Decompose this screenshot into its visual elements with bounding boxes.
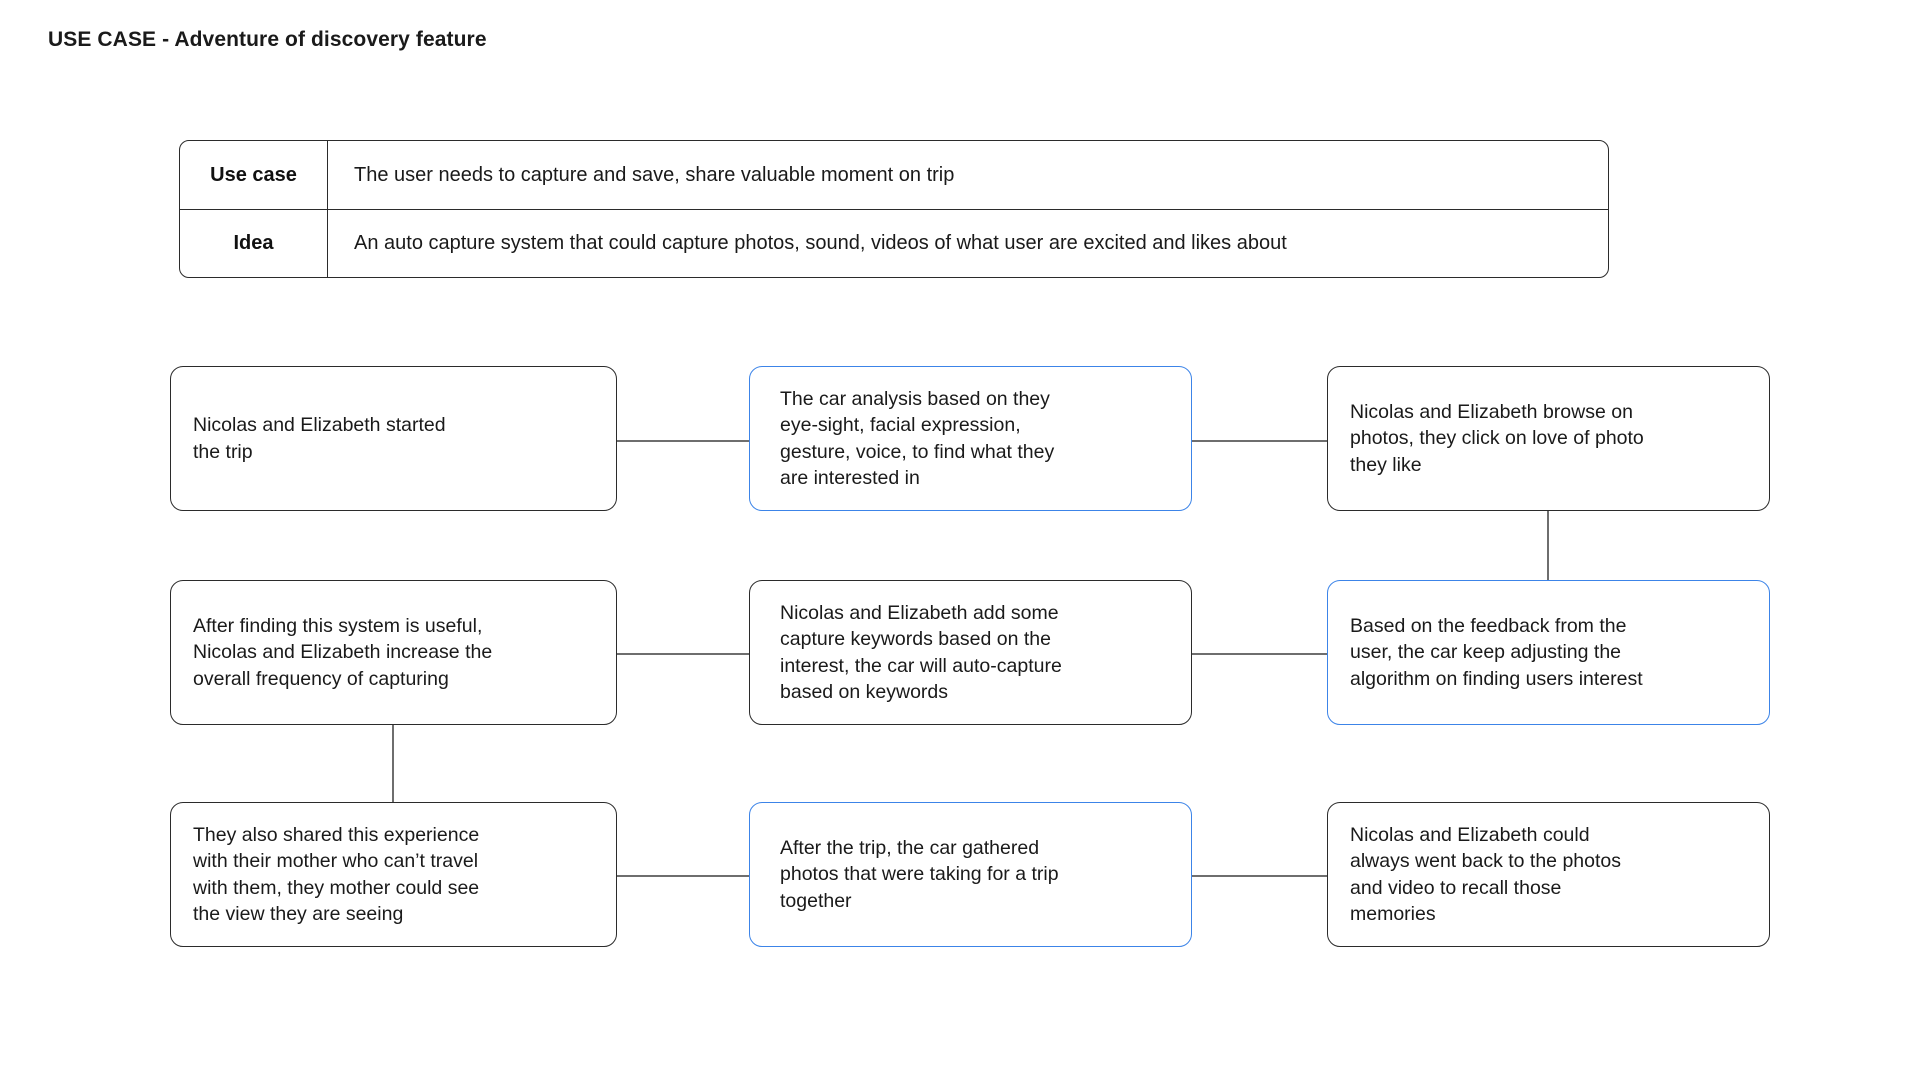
- connector-n7-n8: [617, 875, 749, 877]
- connector-n2-n3: [1192, 440, 1327, 442]
- table-row-value: An auto capture system that could captur…: [354, 232, 1287, 254]
- flow-node-text: They also shared this experience with th…: [193, 824, 480, 925]
- flow-node-recall-memories[interactable]: Nicolas and Elizabeth could always went …: [1327, 802, 1770, 947]
- flow-node-text: Nicolas and Elizabeth started the trip: [193, 414, 446, 463]
- flow-node-add-keywords[interactable]: Nicolas and Elizabeth add some capture k…: [749, 580, 1192, 725]
- connector-n3-n6: [1547, 508, 1549, 580]
- flow-node-text: Nicolas and Elizabeth add some capture k…: [780, 602, 1062, 703]
- flow-node-text: Nicolas and Elizabeth browse on photos, …: [1350, 401, 1644, 476]
- flow-node-gathered-photos[interactable]: After the trip, the car gathered photos …: [749, 802, 1192, 947]
- connector-n8-n9: [1192, 875, 1327, 877]
- use-case-table: Use case The user needs to capture and s…: [179, 140, 1609, 278]
- flow-node-text: After finding this system is useful, Nic…: [193, 615, 493, 690]
- table-row: Use case The user needs to capture and s…: [180, 141, 1608, 209]
- flow-node-trip-start[interactable]: Nicolas and Elizabeth started the trip: [170, 366, 617, 511]
- flow-node-text: Nicolas and Elizabeth could always went …: [1350, 824, 1621, 925]
- connector-n4-n5: [617, 653, 749, 655]
- flow-node-browse-photos[interactable]: Nicolas and Elizabeth browse on photos, …: [1327, 366, 1770, 511]
- connector-n1-n2: [617, 440, 749, 442]
- connector-n5-n6: [1192, 653, 1327, 655]
- table-row: Idea An auto capture system that could c…: [180, 209, 1608, 277]
- table-row-label: Use case: [180, 141, 328, 209]
- table-row-value: The user needs to capture and save, shar…: [354, 163, 955, 186]
- flow-node-car-analysis[interactable]: The car analysis based on they eye-sight…: [749, 366, 1192, 511]
- flow-node-share-with-mother[interactable]: They also shared this experience with th…: [170, 802, 617, 947]
- table-row-label: Idea: [180, 210, 328, 277]
- flow-node-adjust-algorithm[interactable]: Based on the feedback from the user, the…: [1327, 580, 1770, 725]
- page-title: USE CASE - Adventure of discovery featur…: [48, 28, 487, 51]
- flow-node-increase-frequency[interactable]: After finding this system is useful, Nic…: [170, 580, 617, 725]
- flow-node-text: The car analysis based on they eye-sight…: [780, 388, 1055, 489]
- flow-node-text: After the trip, the car gathered photos …: [780, 837, 1059, 912]
- connector-n4-n7: [392, 722, 394, 802]
- flow-node-text: Based on the feedback from the user, the…: [1350, 615, 1643, 690]
